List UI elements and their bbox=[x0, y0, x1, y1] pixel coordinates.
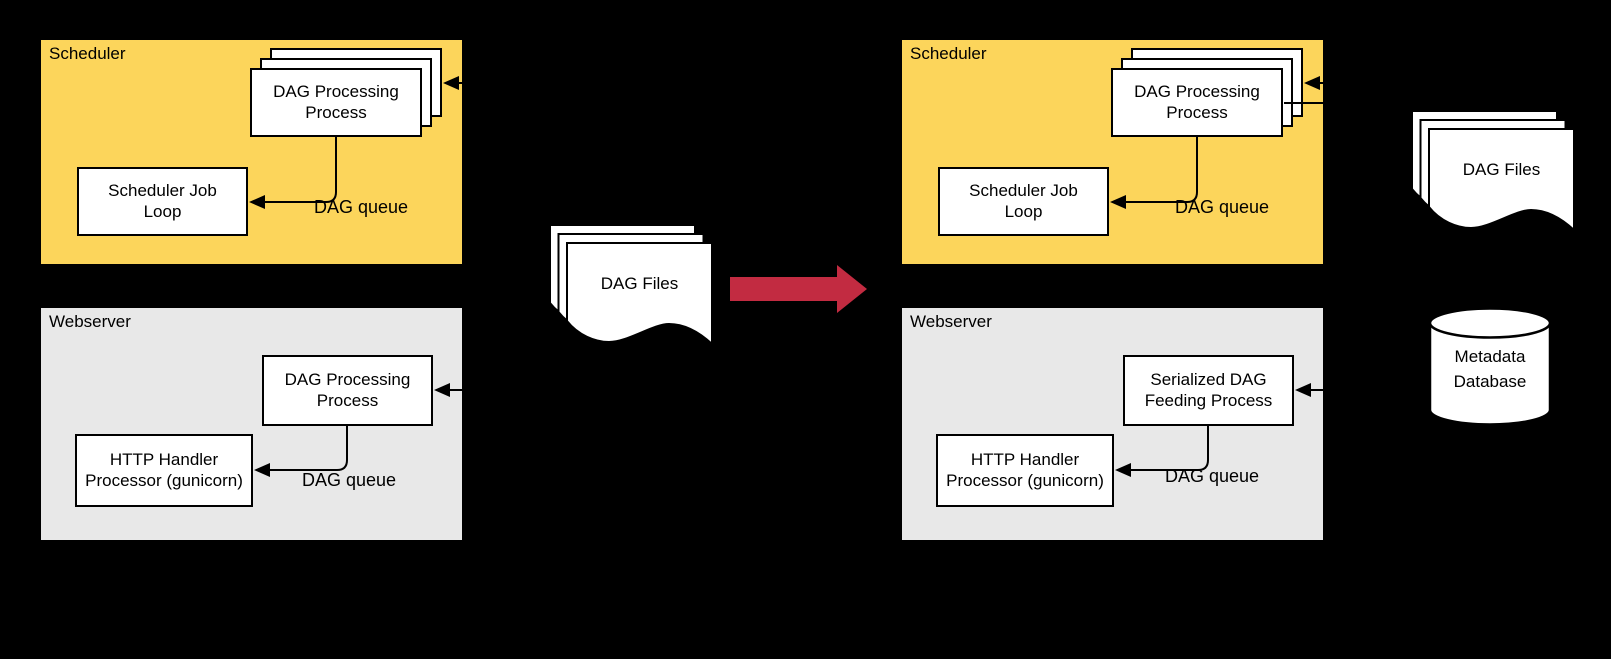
after-scheduler-job-loop-node: Scheduler Job Loop bbox=[938, 167, 1109, 236]
metadata-database-label: Metadata Database bbox=[1453, 347, 1527, 391]
after-scheduler-dag-queue-label: DAG queue bbox=[1174, 197, 1270, 217]
before-scheduler-title: Scheduler bbox=[49, 44, 126, 63]
before-webserver-dag-queue-label: DAG queue bbox=[301, 470, 397, 490]
after-dag-files-icon: DAG Files bbox=[1411, 110, 1577, 241]
red-arrow-right-icon bbox=[730, 265, 867, 313]
after-scheduler-dag-processing-node: DAG Processing Process bbox=[1111, 68, 1283, 137]
after-serialized-dag-feeding-node: Serialized DAG Feeding Process bbox=[1123, 355, 1294, 426]
after-serialized-dag-feeding-label: Serialized DAG Feeding Process bbox=[1144, 369, 1273, 410]
after-scheduler-job-loop-label: Scheduler Job Loop bbox=[969, 180, 1078, 221]
before-webserver-dag-processing-node: DAG Processing Process bbox=[262, 355, 433, 426]
before-webserver-title: Webserver bbox=[49, 312, 131, 331]
before-http-handler-node: HTTP Handler Processor (gunicorn) bbox=[75, 434, 253, 507]
before-http-handler-label: HTTP Handler Processor (gunicorn) bbox=[85, 449, 243, 490]
before-scheduler-dag-processing-label: DAG Processing Process bbox=[273, 81, 399, 122]
before-scheduler-job-loop-node: Scheduler Job Loop bbox=[77, 167, 248, 236]
middle-dag-files-label: DAG Files bbox=[600, 274, 679, 293]
before-scheduler-dag-queue-label: DAG queue bbox=[313, 197, 409, 217]
after-webserver-title: Webserver bbox=[910, 312, 992, 331]
before-scheduler-dag-processing-node: DAG Processing Process bbox=[250, 68, 422, 137]
after-scheduler-title: Scheduler bbox=[910, 44, 987, 63]
after-http-handler-node: HTTP Handler Processor (gunicorn) bbox=[936, 434, 1114, 507]
after-scheduler-dag-processing-label: DAG Processing Process bbox=[1134, 81, 1260, 122]
after-http-handler-label: HTTP Handler Processor (gunicorn) bbox=[946, 449, 1104, 490]
before-webserver-dag-processing-label: DAG Processing Process bbox=[284, 369, 411, 410]
document-stack-icon bbox=[549, 224, 713, 347]
dag-files-icon: DAG Files bbox=[549, 224, 715, 355]
after-webserver-dag-queue-label: DAG queue bbox=[1164, 466, 1260, 486]
document-stack-icon bbox=[1411, 110, 1575, 233]
database-cylinder-icon bbox=[1428, 307, 1552, 426]
after-dag-files-label: DAG Files bbox=[1462, 160, 1541, 179]
metadata-database-icon: Metadata Database bbox=[1428, 306, 1552, 432]
before-scheduler-job-loop-label: Scheduler Job Loop bbox=[108, 180, 217, 221]
